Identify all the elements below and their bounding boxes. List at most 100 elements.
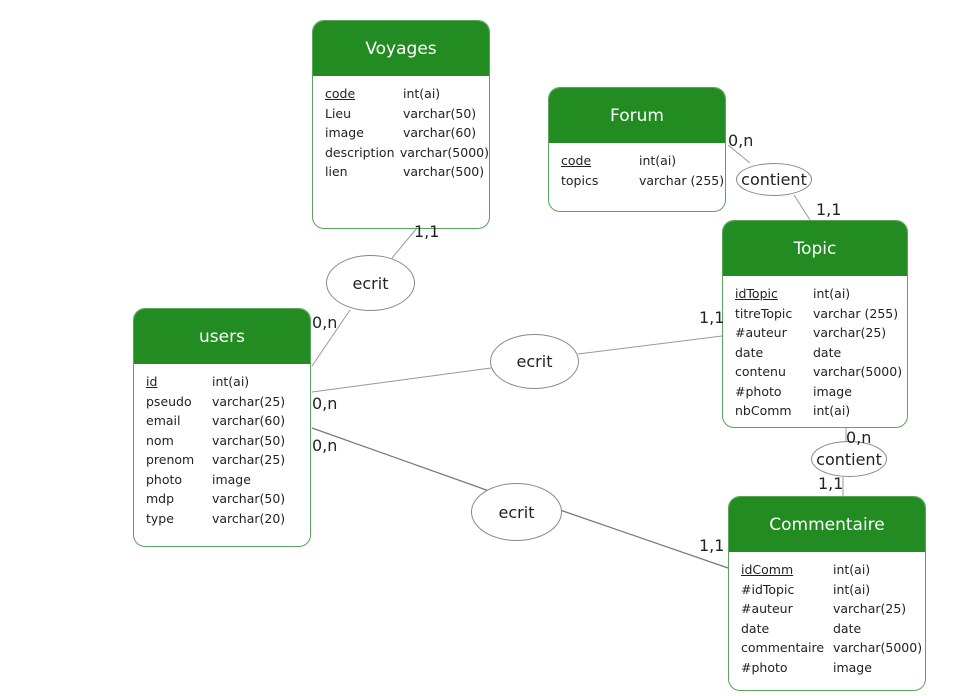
association-ecrit-topic[interactable]: ecrit bbox=[490, 334, 579, 389]
attribute-type: varchar(50) bbox=[212, 432, 286, 448]
attribute-name: prenom bbox=[146, 452, 195, 467]
cardinality-label: 0,n bbox=[846, 428, 872, 447]
attribute-name: #idTopic bbox=[741, 581, 795, 597]
attribute-type: varchar(50) bbox=[212, 491, 286, 506]
cardinality-label: 0,n bbox=[312, 313, 338, 332]
attribute-type: varchar(25) bbox=[813, 325, 887, 340]
attribute-name: description bbox=[325, 144, 395, 160]
attribute-type: varchar(20) bbox=[212, 510, 286, 526]
attribute-type: date bbox=[813, 344, 842, 360]
attribute-name: #photo bbox=[741, 659, 788, 675]
attribute-row: #idTopic int(ai) bbox=[741, 580, 925, 600]
association-contient-topic[interactable]: contient bbox=[811, 441, 887, 477]
attribute-type: int(ai) bbox=[833, 562, 871, 577]
entity-title: Commentaire bbox=[729, 497, 925, 552]
attribute-row: #auteur varchar(25) bbox=[741, 599, 925, 619]
link-voyages-ecrit bbox=[391, 227, 418, 259]
association-ecrit-commentaire[interactable]: ecrit bbox=[471, 483, 562, 541]
attribute-name: nom bbox=[146, 432, 174, 448]
attribute-type: varchar(60) bbox=[212, 413, 286, 428]
attribute-type: int(ai) bbox=[639, 153, 677, 168]
attribute-type: varchar(5000) bbox=[833, 640, 923, 655]
cardinality-label: 0,n bbox=[728, 131, 754, 150]
attribute-name: topics bbox=[561, 172, 599, 188]
cardinality-label: 0,n bbox=[312, 436, 338, 455]
attribute-row: idComm int(ai) bbox=[741, 560, 925, 580]
attribute-name: mdp bbox=[146, 491, 175, 506]
attribute-type: varchar(25) bbox=[212, 393, 286, 409]
attribute-type: varchar(25) bbox=[833, 601, 907, 616]
attribute-type: int(ai) bbox=[403, 86, 441, 101]
attribute-type: image bbox=[813, 383, 852, 399]
link-contient-topic bbox=[793, 194, 811, 221]
attribute-row: nbComm int(ai) bbox=[735, 401, 907, 421]
attribute-row: date date bbox=[741, 619, 925, 639]
attribute-type: varchar(5000) bbox=[813, 364, 903, 379]
attribute-name: image bbox=[325, 125, 364, 140]
attribute-row: mdp varchar(50) bbox=[146, 489, 310, 509]
attribute-type: int(ai) bbox=[833, 581, 871, 597]
attribute-row: code int(ai) bbox=[561, 151, 725, 171]
attribute-name: #auteur bbox=[735, 325, 787, 340]
attribute-name: #photo bbox=[735, 383, 782, 399]
cardinality-label: 1,1 bbox=[414, 222, 440, 241]
attribute-name: date bbox=[741, 620, 770, 636]
primary-key-name: idComm bbox=[741, 562, 794, 577]
entity-title: users bbox=[134, 309, 310, 364]
attribute-type: varchar(500) bbox=[403, 164, 485, 179]
attribute-name: contenu bbox=[735, 364, 786, 379]
attribute-row: nom varchar(50) bbox=[146, 431, 310, 451]
attribute-type: varchar(50) bbox=[403, 105, 477, 121]
link-ecrit-users-voyages bbox=[311, 309, 351, 367]
attribute-type: varchar(25) bbox=[212, 452, 286, 467]
attribute-row: lien varchar(500) bbox=[325, 162, 489, 182]
primary-key-name: code bbox=[561, 153, 592, 168]
attribute-name: #auteur bbox=[741, 601, 793, 616]
cardinality-label: 1,1 bbox=[818, 474, 844, 493]
link-ecrit-commentaire bbox=[559, 509, 729, 569]
attribute-name: photo bbox=[146, 471, 183, 487]
cardinality-label: 1,1 bbox=[699, 536, 725, 555]
entity-commentaire[interactable]: Commentaire idComm int(ai) #idTopic int(ai)… bbox=[728, 496, 926, 691]
association-contient-forum[interactable]: contient bbox=[736, 163, 812, 196]
attribute-row: #auteur varchar(25) bbox=[735, 323, 907, 343]
primary-key-name: id bbox=[146, 374, 158, 389]
attribute-row: Lieu varchar(50) bbox=[325, 104, 489, 124]
attribute-name: nbComm bbox=[735, 403, 792, 418]
link-users-ecrit-commentaire bbox=[311, 427, 493, 493]
attribute-type: date bbox=[833, 620, 862, 636]
cardinality-label: 0,n bbox=[312, 394, 338, 413]
attribute-row: contenu varchar(5000) bbox=[735, 362, 907, 382]
link-ecrit-topic bbox=[577, 335, 723, 355]
association-ecrit-voyages[interactable]: ecrit bbox=[326, 255, 415, 311]
attribute-name: Lieu bbox=[325, 105, 352, 121]
attribute-list: idComm int(ai) #idTopic int(ai) #auteur varch… bbox=[729, 552, 925, 677]
attribute-type: int(ai) bbox=[813, 403, 851, 418]
link-forum-contient bbox=[727, 144, 751, 164]
cardinality-label: 1,1 bbox=[816, 200, 842, 219]
attribute-name: lien bbox=[325, 164, 348, 179]
attribute-type: image bbox=[212, 471, 251, 487]
attribute-row: photo image bbox=[146, 470, 310, 490]
